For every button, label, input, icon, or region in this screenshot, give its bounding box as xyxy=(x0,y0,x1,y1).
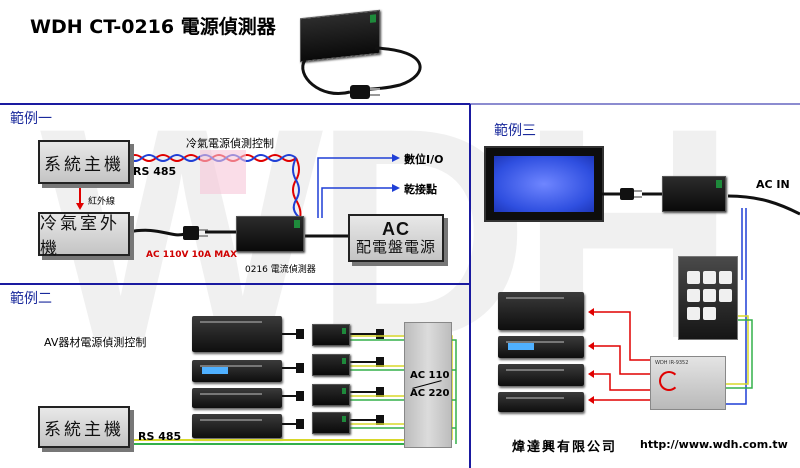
ex2-sensor-2 xyxy=(312,354,350,376)
ex1-panel-box-line1: AC xyxy=(382,219,410,239)
page-title: WDH CT-0216 電源偵測器 xyxy=(30,16,276,38)
ex2-ac-panel xyxy=(404,322,452,448)
section-label-two: 範例二 xyxy=(10,291,52,307)
ex2-host-box: 系統主機 xyxy=(38,406,130,448)
ex2-ac-line2: AC 220 xyxy=(410,388,450,399)
ex1-host-box: 系統主機 xyxy=(38,140,130,184)
product-cord xyxy=(301,46,422,99)
ex1-digital-io-label: 數位I/O xyxy=(404,153,444,166)
ex1-panel-box: AC 配電盤電源 xyxy=(348,214,444,262)
ex3-av-device-4 xyxy=(498,392,584,412)
ex2-sensor-4 xyxy=(312,412,350,434)
section-label-three: 範例三 xyxy=(494,123,536,139)
ex1-panel-box-line2: 配電盤電源 xyxy=(355,238,436,256)
ex2-sensor-3 xyxy=(312,384,350,406)
ex3-wiring xyxy=(588,188,800,405)
ex3-ir-controller: WDH IR-9352 xyxy=(650,356,726,410)
ex3-ac-in-label: AC IN xyxy=(756,178,790,191)
ex2-rs485-label: RS 485 xyxy=(138,430,182,443)
ex1-ac-rating-label: AC 110V 10A MAX xyxy=(146,250,238,260)
ex2-av-device-1 xyxy=(192,316,282,352)
ex1-dry-contact-label: 乾接點 xyxy=(404,183,437,196)
ir-waves-icon xyxy=(659,371,679,391)
ex2-av-device-2 xyxy=(192,360,282,382)
ex2-av-device-3 xyxy=(192,388,282,408)
ex2-control-label: AV器材電源偵測控制 xyxy=(44,336,147,349)
ex1-ir-label: 紅外線 xyxy=(88,197,116,207)
ex3-ir-controller-label: WDH IR-9352 xyxy=(655,360,689,366)
ex3-av-device-3 xyxy=(498,364,584,386)
footer-url[interactable]: http://www.wdh.com.tw xyxy=(640,438,788,451)
ex2-wiring xyxy=(126,329,457,445)
footer-company: 煒達興有限公司 xyxy=(512,440,618,455)
ex1-ac-unit-box: 冷氣室外機 xyxy=(38,212,130,259)
ex1-rs485-label: RS 485 xyxy=(133,165,177,178)
ex3-av-device-1 xyxy=(498,292,584,330)
ex3-display xyxy=(484,146,604,222)
ex2-av-device-4 xyxy=(192,414,282,438)
ex2-ac-line1: AC 110 xyxy=(410,370,450,381)
ex1-sensor-label: 0216 電流偵測器 xyxy=(245,265,316,275)
ex2-sensor-1 xyxy=(312,324,350,346)
ex3-keypad xyxy=(678,256,738,340)
section-label-one: 範例一 xyxy=(10,111,52,127)
ex3-current-sensor xyxy=(662,176,726,212)
ex1-current-sensor xyxy=(236,216,304,252)
ex3-av-device-2 xyxy=(498,336,584,358)
ex1-wiring xyxy=(76,150,400,240)
ex1-control-label: 冷氣電源偵測控制 xyxy=(186,137,274,150)
